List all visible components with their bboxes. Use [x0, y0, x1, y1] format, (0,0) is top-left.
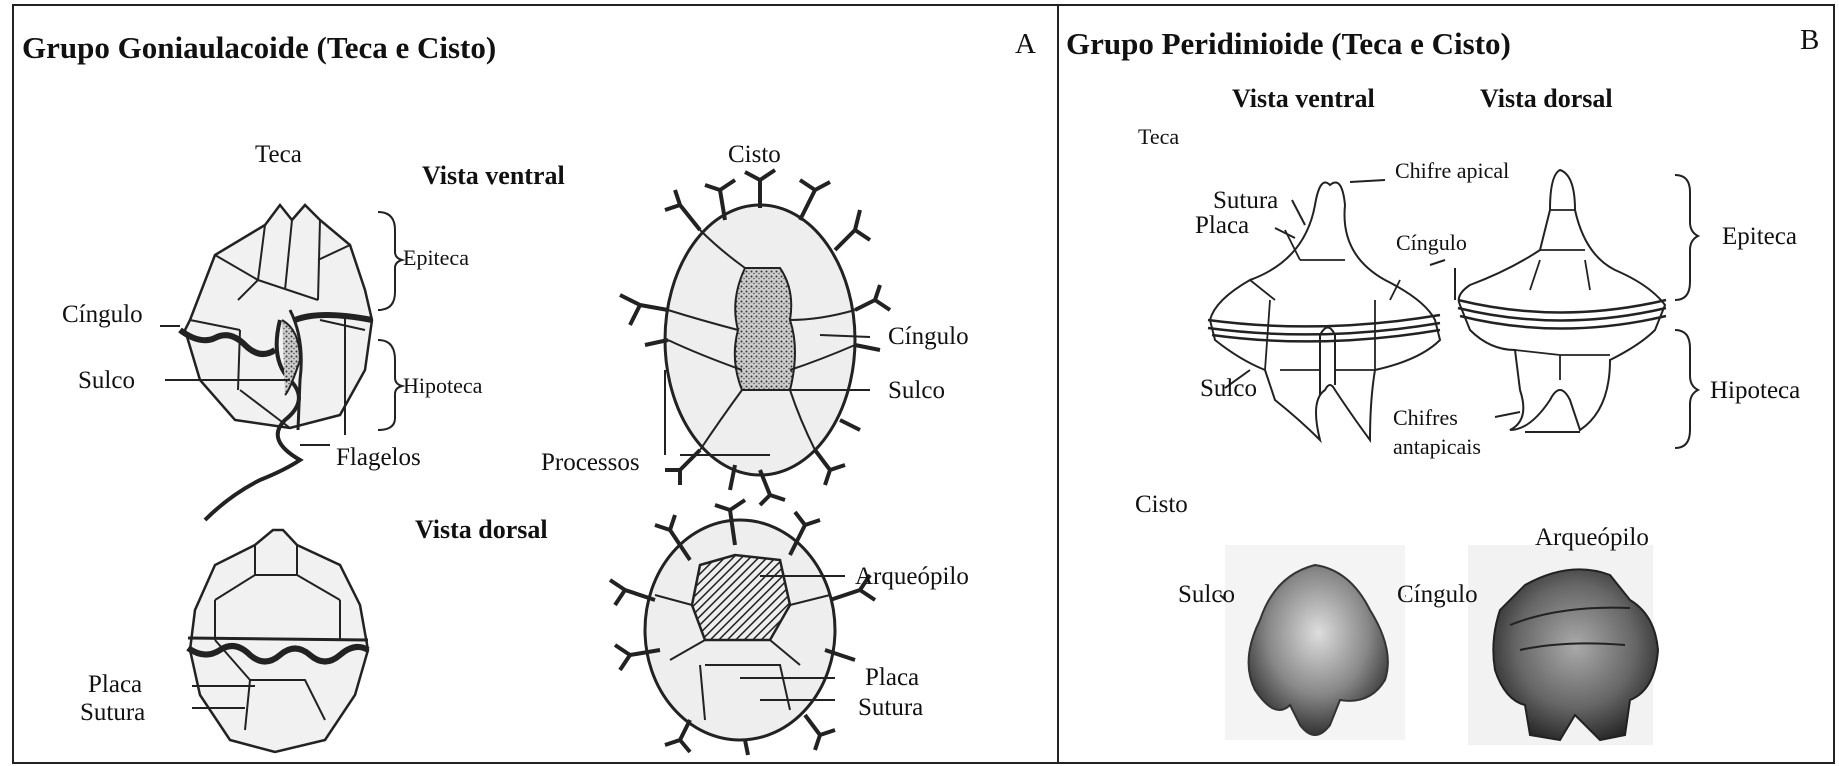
panel-b-vista-ventral: Vista ventral — [1232, 86, 1375, 112]
label-sulco-cisto-a: Sulco — [888, 378, 945, 403]
panel-b-letter: B — [1800, 26, 1819, 55]
label-sutura-b: Sutura — [1213, 188, 1278, 213]
label-chifres: Chifres — [1393, 407, 1458, 429]
peridinioid-theca-dorsal — [1458, 170, 1666, 430]
label-sutura-cisto-a: Sutura — [858, 695, 923, 720]
label-sutura-teca-a: Sutura — [80, 700, 145, 725]
label-sulco-b: Sulco — [1200, 376, 1257, 401]
label-placa-cisto-a: Placa — [865, 665, 919, 690]
label-hipoteca-b: Hipoteca — [1710, 378, 1800, 403]
label-cingulo-cisto-b: Cíngulo — [1397, 582, 1478, 607]
panel-a-vista-ventral: Vista ventral — [422, 163, 565, 189]
panel-a-letter: A — [1015, 30, 1036, 59]
label-arqueopilo-b: Arqueópilo — [1535, 525, 1649, 550]
label-antapicais: antapicais — [1393, 436, 1481, 458]
cyst-photo-left — [1225, 545, 1405, 740]
panel-a-vista-dorsal: Vista dorsal — [415, 517, 548, 543]
label-cingulo-b: Cíngulo — [1396, 232, 1467, 254]
gonyaulacoid-theca-ventral — [180, 205, 372, 520]
label-cingulo-cisto-a: Cíngulo — [888, 324, 969, 349]
label-cingulo-a: Cíngulo — [62, 302, 143, 327]
label-sulco-a: Sulco — [78, 368, 135, 393]
panel-b-teca-label: Teca — [1138, 126, 1179, 148]
panel-b-title: Grupo Peridinioide (Teca e Cisto) — [1066, 28, 1511, 59]
label-epiteca-a: Epiteca — [403, 247, 469, 269]
panel-a-title: Grupo Goniaulacoide (Teca e Cisto) — [22, 32, 496, 63]
label-placa-b: Placa — [1195, 213, 1249, 238]
label-placa-teca-a: Placa — [88, 672, 142, 697]
gonyaulacoid-theca-dorsal — [188, 530, 368, 752]
panel-b-cisto-label: Cisto — [1135, 492, 1188, 517]
panel-a-teca-label: Teca — [255, 142, 302, 167]
label-epiteca-b: Epiteca — [1722, 224, 1797, 249]
label-flagelos: Flagelos — [336, 445, 421, 470]
label-sulco-cisto-b: Sulco — [1178, 582, 1235, 607]
panel-a-cisto-label: Cisto — [728, 142, 781, 167]
label-chifre-apical: Chifre apical — [1395, 160, 1509, 182]
label-processos: Processos — [541, 450, 640, 475]
cyst-photo-right — [1468, 545, 1658, 745]
label-arqueopilo-a: Arqueópilo — [855, 564, 969, 589]
panel-b-vista-dorsal: Vista dorsal — [1480, 86, 1613, 112]
label-hipoteca-a: Hipoteca — [403, 375, 482, 397]
gonyaulacoid-cyst-dorsal — [610, 500, 875, 755]
